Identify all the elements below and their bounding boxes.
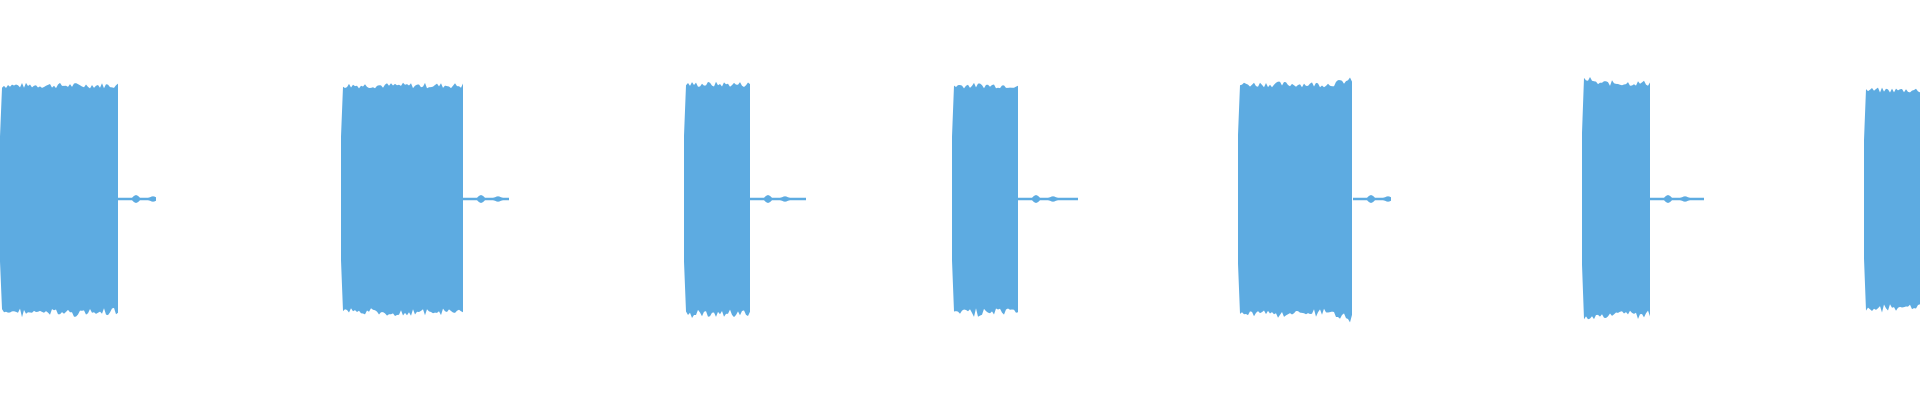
audio-burst-tail [750, 195, 806, 203]
audio-burst-body [952, 82, 1018, 317]
audio-burst-1 [0, 82, 156, 318]
audio-burst-body [684, 81, 750, 318]
audio-burst-tail [1018, 195, 1078, 203]
audio-burst-tail [1353, 195, 1391, 203]
audio-burst-4 [952, 82, 1078, 317]
audio-burst-tail [118, 195, 156, 203]
audio-burst-tail [463, 195, 509, 203]
audio-burst-6 [1582, 77, 1704, 320]
audio-burst-7 [1864, 87, 1920, 313]
audio-burst-body [1582, 77, 1650, 320]
audio-burst-body [0, 82, 118, 318]
audio-burst-2 [341, 82, 509, 316]
audio-burst-5 [1238, 77, 1391, 323]
audio-burst-body [1238, 77, 1352, 323]
audio-burst-3 [684, 81, 806, 318]
audio-burst-body [341, 82, 463, 316]
audio-burst-tail [1650, 195, 1704, 203]
audio-burst-body [1864, 87, 1920, 313]
